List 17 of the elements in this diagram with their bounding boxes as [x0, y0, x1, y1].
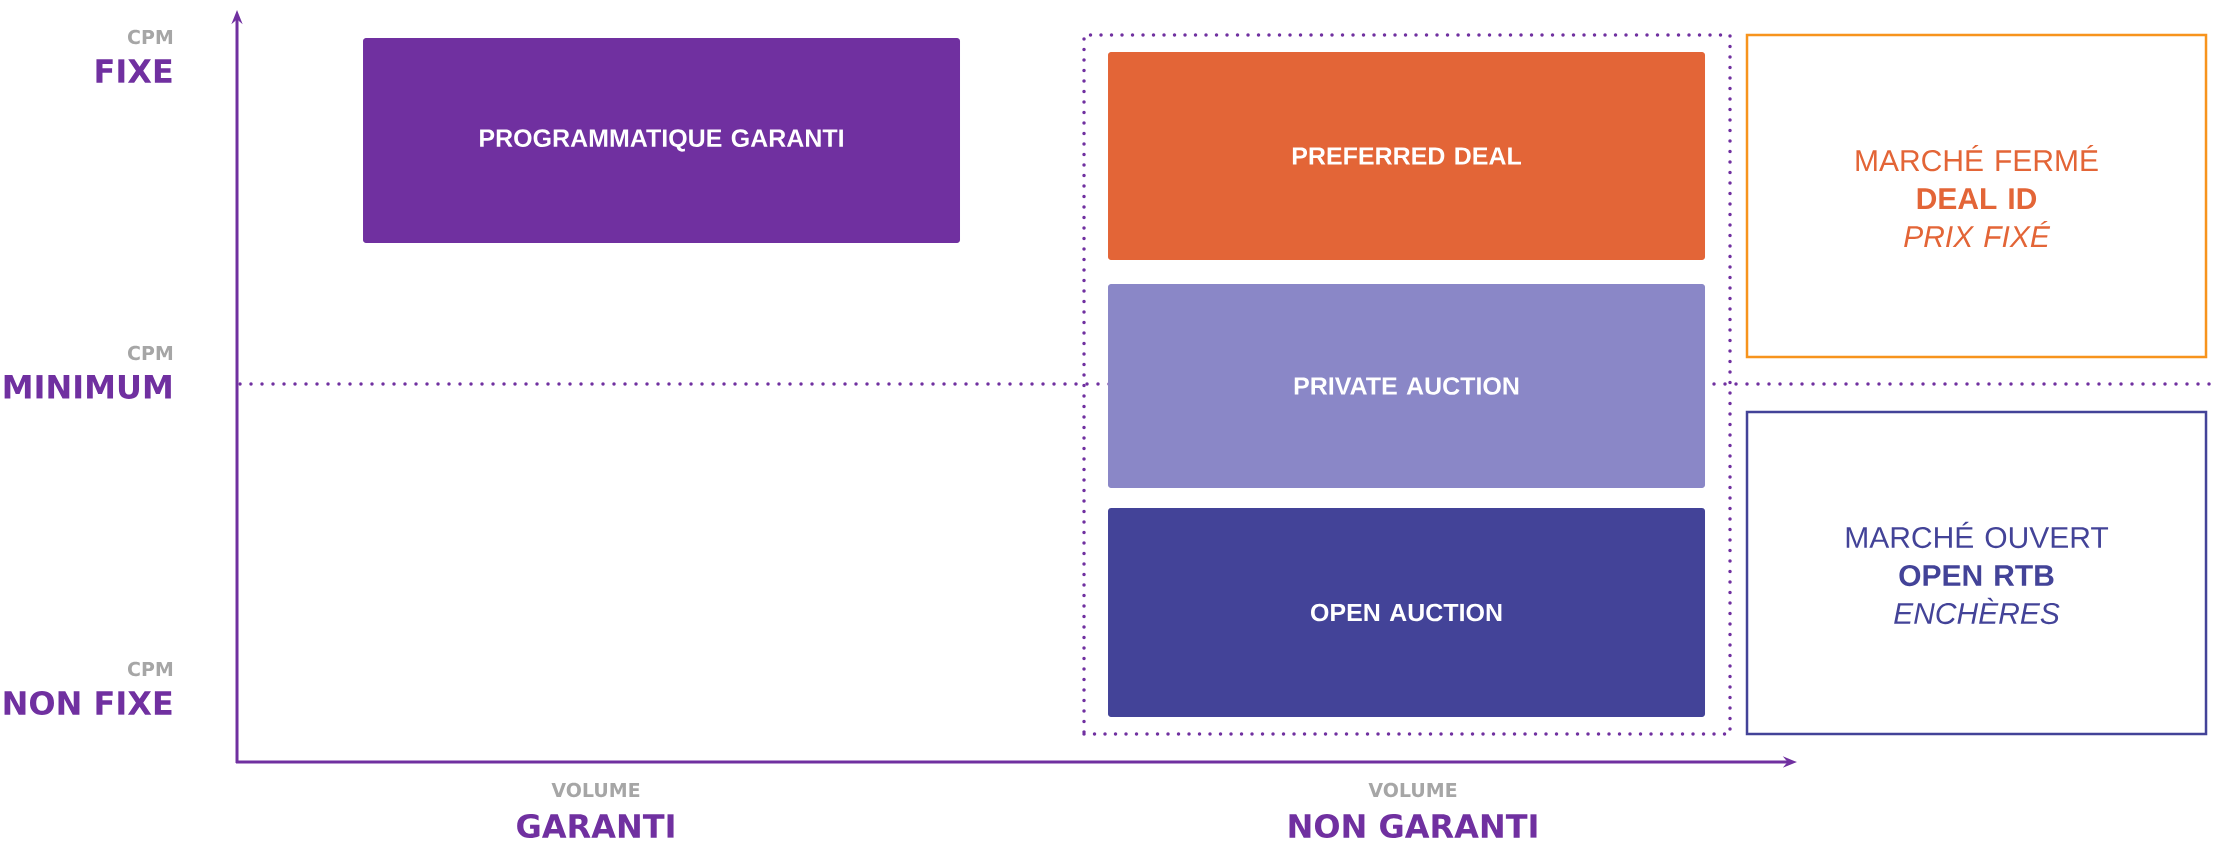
- axis-label: NON FIXE: [4, 690, 172, 716]
- group-frame: [1082, 33, 1732, 736]
- deal-type-box: PREFERRED DEAL: [1108, 52, 1705, 260]
- axis-caption: VOLUME: [1368, 782, 1457, 798]
- axis-label: FIXE: [96, 59, 172, 83]
- deal-type-box: PROGRAMMATIQUE GARANTI: [363, 38, 960, 243]
- axis-label: NON GARANTI: [1289, 813, 1537, 839]
- deal-type-box: PRIVATE AUCTION: [1108, 284, 1705, 488]
- axis-caption: CPM: [128, 29, 173, 45]
- axis-label: GARANTI: [517, 813, 674, 839]
- axis-caption: CPM: [128, 661, 173, 677]
- deal-type-box: OPEN AUCTION: [1108, 508, 1705, 717]
- market-box: MARCHÉ OUVERT OPEN RTB ENCHÈRES: [1745, 410, 2208, 736]
- axis-label: MINIMUM: [4, 375, 171, 399]
- axis-caption: VOLUME: [551, 782, 640, 798]
- axis-caption: CPM: [128, 345, 173, 361]
- market-box: MARCHÉ FERMÉ DEAL ID PRIX FIXÉ: [1745, 33, 2208, 359]
